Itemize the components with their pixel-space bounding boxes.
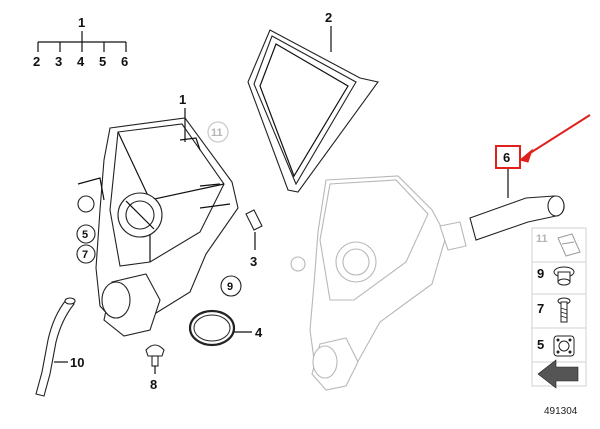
legend-num: 5	[537, 337, 544, 352]
grommet-callout-label: 5	[82, 229, 88, 241]
tree-child-label: 5	[99, 54, 106, 69]
callout-intake-label: 6	[503, 150, 510, 165]
nut-callout-label: 9	[227, 281, 233, 293]
red-arrow	[518, 114, 591, 163]
legend-item: 9	[537, 266, 575, 286]
legend-num: 11	[536, 233, 548, 245]
legend-num: 9	[537, 266, 544, 281]
mount-part: 8	[145, 344, 165, 392]
nut-callout: 9	[220, 275, 242, 297]
tree-child-label: 2	[33, 54, 40, 69]
callout-housing-label: 1	[179, 92, 186, 107]
callout-filter-label: 2	[325, 10, 332, 25]
legend-num: 7	[537, 301, 544, 316]
hose-part: 10	[35, 297, 84, 397]
air-filter-housing-right-faded	[290, 175, 467, 391]
highlight-box	[495, 145, 521, 169]
intake-pipe-part	[469, 168, 565, 241]
callout-mount-label: 8	[150, 377, 157, 392]
ghost-callout-label: 11	[211, 127, 223, 139]
callout-seal-label: 4	[255, 325, 263, 340]
callout-hose-label: 10	[70, 355, 84, 370]
part-tree: 1 2 3 4 5 6	[33, 15, 128, 69]
highlighted-callout-box: 6	[495, 145, 521, 169]
seal-ring-part: 4	[188, 309, 263, 347]
callout-clip-label: 3	[250, 254, 257, 269]
legend-item: 7	[537, 297, 571, 323]
clip-part: 3	[245, 209, 263, 269]
legend-item: 5	[537, 335, 575, 357]
bolt-callout-label: 7	[82, 249, 88, 261]
legend-arrow-icon	[537, 359, 579, 389]
filter-element: 2	[247, 10, 379, 193]
legend-column: 11 9 7 5	[531, 227, 587, 389]
ghost-part-callout: 11	[207, 121, 229, 143]
tree-child-label: 4	[77, 54, 85, 69]
document-id: 491304	[544, 406, 578, 417]
grommet-callouts: 5 7	[76, 224, 96, 264]
tree-root-label: 1	[78, 15, 85, 30]
legend-item: 11	[536, 233, 581, 257]
air-filter-housing-left: 1	[77, 92, 239, 337]
tree-child-label: 3	[55, 54, 62, 69]
tree-child-label: 6	[121, 54, 128, 69]
